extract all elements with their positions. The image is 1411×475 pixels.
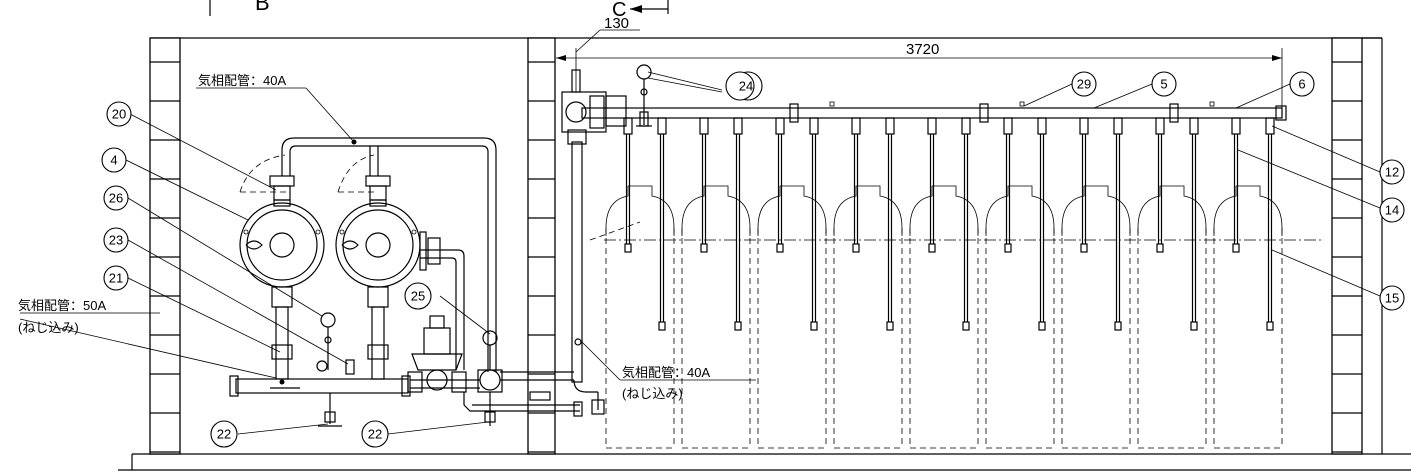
svg-text:29: 29 xyxy=(1077,77,1091,92)
dimensions: 130 3720 xyxy=(556,15,1283,110)
svg-text:22: 22 xyxy=(217,427,231,442)
callout-4: 4 xyxy=(101,147,127,173)
wall-blocks xyxy=(150,61,1362,453)
gas-cylinder xyxy=(757,185,827,449)
callout-21: 21 xyxy=(103,265,129,291)
callout-29: 29 xyxy=(1071,71,1097,97)
section-mark-b: B xyxy=(255,0,270,15)
callout-22-right: 22 xyxy=(361,420,389,448)
pigtail-hose xyxy=(1037,117,1047,331)
gas-cylinder xyxy=(985,185,1055,449)
pigtail-hose xyxy=(775,117,785,253)
svg-text:20: 20 xyxy=(112,107,126,122)
pigtail-hose xyxy=(885,117,895,331)
pigtail-hose xyxy=(1265,117,1275,331)
callout-12: 12 xyxy=(1379,159,1405,185)
callout-5: 5 xyxy=(1151,71,1177,97)
svg-text:5: 5 xyxy=(1160,77,1167,92)
pigtail-hose xyxy=(1079,117,1089,253)
callout-23: 23 xyxy=(103,227,129,253)
section-marks: B C xyxy=(209,0,669,21)
svg-text:6: 6 xyxy=(1298,77,1305,92)
gas-cylinders xyxy=(605,185,1283,449)
svg-text:26: 26 xyxy=(109,191,123,206)
pigtail-hose xyxy=(623,117,633,253)
callout-20: 20 xyxy=(106,101,132,127)
pipe-label-top: 気相配管：40A xyxy=(198,73,286,88)
svg-text:15: 15 xyxy=(1385,291,1399,306)
pipe-label-left-note: (ねじ込み) xyxy=(18,320,79,335)
pigtail-hose xyxy=(657,117,667,331)
gas-cylinder xyxy=(1213,185,1283,449)
svg-text:12: 12 xyxy=(1385,165,1399,180)
svg-text:24: 24 xyxy=(739,79,753,94)
gas-cylinder xyxy=(833,185,903,449)
left-bay-piping xyxy=(229,137,580,427)
dim-offset: 130 xyxy=(604,15,629,32)
pigtail-hose xyxy=(1189,117,1199,331)
callout-6: 6 xyxy=(1289,71,1315,97)
enclosure xyxy=(118,37,1411,471)
svg-text:21: 21 xyxy=(109,271,123,286)
pipe-label-left: 気相配管：50A xyxy=(18,298,106,313)
pigtail-hose xyxy=(927,117,937,253)
leader-lines xyxy=(19,71,1381,435)
callout-22-left: 22 xyxy=(210,420,238,448)
pigtail-hose xyxy=(961,117,971,331)
pigtail-hose xyxy=(1113,117,1123,331)
gas-cylinder xyxy=(1061,185,1131,449)
callout-14: 14 xyxy=(1379,197,1405,223)
section-mark-c: C xyxy=(612,0,626,21)
callout-25: 25 xyxy=(404,282,432,310)
gas-cylinder xyxy=(1137,185,1207,449)
callout-26: 26 xyxy=(103,185,129,211)
callout-24: 24 xyxy=(725,71,763,101)
pipe-label-right: 気相配管：40A xyxy=(622,365,710,380)
pigtail-hose xyxy=(1003,117,1013,253)
pigtail-hose xyxy=(1155,117,1165,253)
svg-text:25: 25 xyxy=(411,289,425,304)
gas-cylinder xyxy=(605,185,675,449)
right-bay-piping xyxy=(561,64,1287,417)
pipe-labels: 気相配管：40A 気相配管：50A (ねじ込み) 気相配管：40A (ねじ込み) xyxy=(18,73,710,401)
pigtail-hose xyxy=(699,117,709,253)
dim-span: 3720 xyxy=(906,41,939,58)
callout-15: 15 xyxy=(1379,285,1405,311)
svg-text:14: 14 xyxy=(1385,203,1399,218)
gas-cylinder xyxy=(681,185,751,449)
pipe-label-right-note: (ねじ込み) xyxy=(622,386,683,401)
svg-text:23: 23 xyxy=(109,233,123,248)
gas-cylinder xyxy=(909,185,979,449)
pigtail-hoses xyxy=(623,117,1275,331)
pigtail-hose xyxy=(1231,117,1241,253)
pigtail-hose xyxy=(733,117,743,331)
svg-text:22: 22 xyxy=(368,427,382,442)
pigtail-hose xyxy=(809,117,819,331)
svg-text:4: 4 xyxy=(110,153,117,168)
pigtail-hose xyxy=(851,117,861,253)
